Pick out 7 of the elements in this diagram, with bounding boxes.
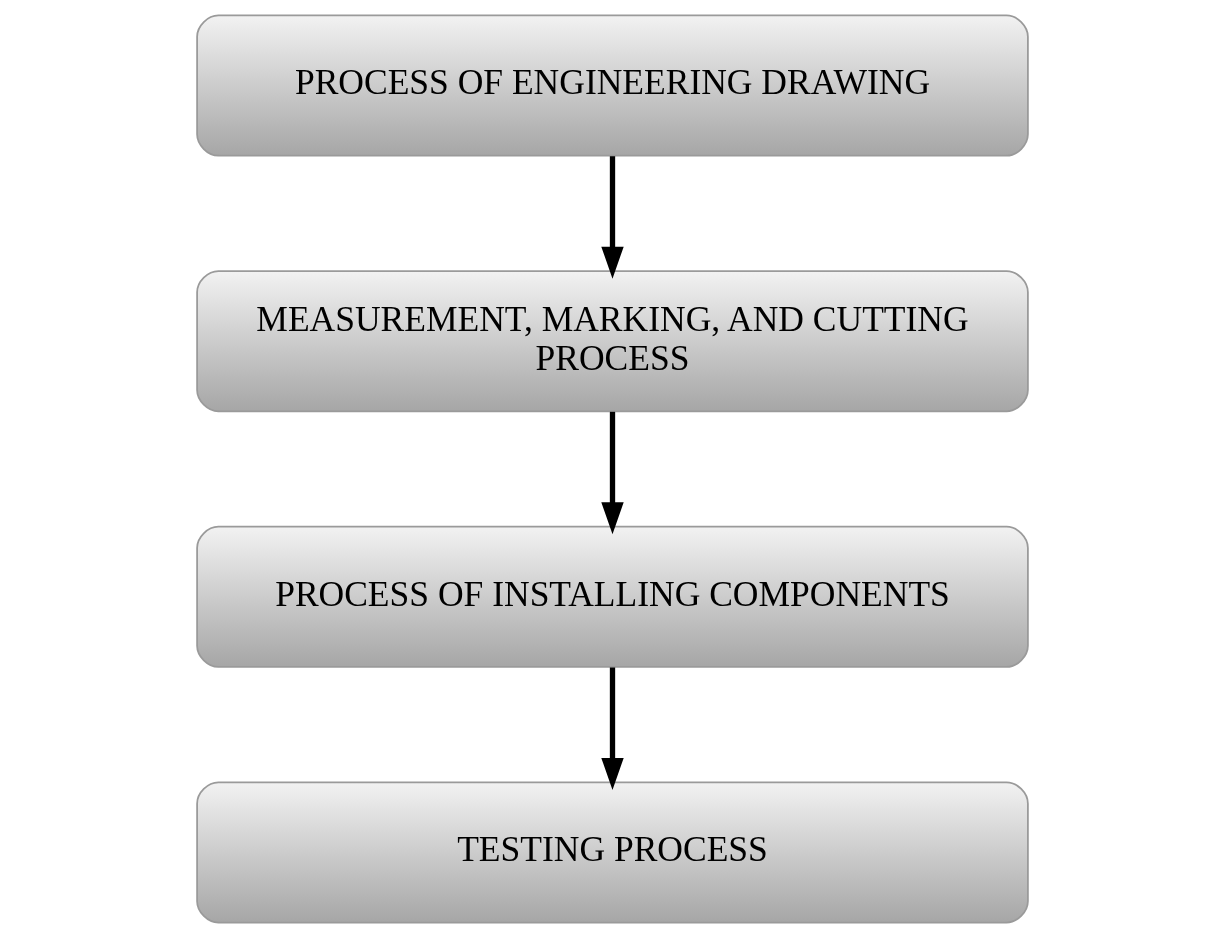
arrow — [601, 156, 624, 279]
arrow — [601, 667, 624, 790]
node-box: PROCESS OF ENGINEERING DRAWING — [196, 14, 1029, 157]
node-box: PROCESS OF INSTALLING COMPONENTS — [196, 525, 1029, 668]
node-box: MEASUREMENT, MARKING, AND CUTTING PROCESS — [196, 270, 1029, 413]
node-box: TESTING PROCESS — [196, 781, 1029, 924]
arrow — [601, 411, 624, 535]
